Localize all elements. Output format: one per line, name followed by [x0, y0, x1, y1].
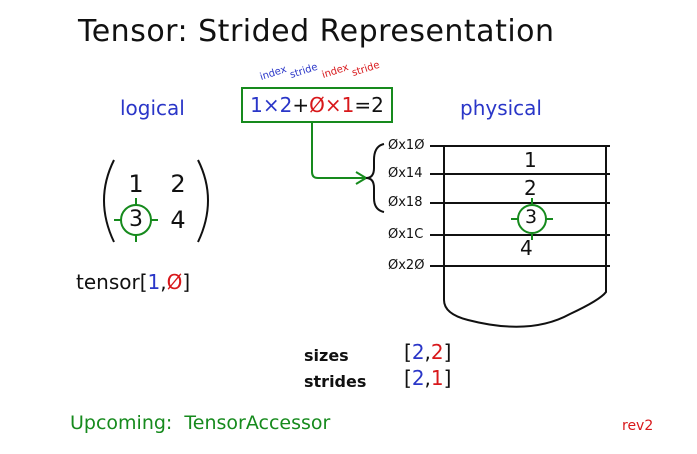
size-1: 2 [430, 340, 444, 364]
formula-result: =2 [354, 93, 384, 117]
comma: , [424, 366, 431, 390]
memory-address: Øx1C [388, 227, 424, 242]
strides-label: strides [304, 372, 367, 391]
bracket-close: ] [182, 270, 191, 294]
matrix-cell: 1 [128, 170, 144, 198]
revision-label: rev2 [622, 418, 654, 434]
tensor-index-0: 1 [147, 270, 161, 294]
bracket-open: [ [139, 270, 148, 294]
matrix-left-paren [103, 159, 115, 243]
logical-label: logical [120, 96, 185, 120]
tensor-call: tensor[1,Ø] [76, 270, 190, 294]
matrix-cell-highlighted: 3 [129, 207, 143, 232]
bracket-close: ] [443, 366, 452, 390]
physical-label: physical [460, 96, 542, 120]
memory-address: Øx1Ø [388, 138, 425, 153]
bracket-open: [ [404, 340, 412, 364]
strides-value: [2,1] [404, 366, 451, 390]
formula-term-2: Ø×1 [309, 93, 355, 117]
matrix-cell: 4 [170, 206, 186, 234]
stride-0: 2 [411, 366, 425, 390]
sizes-label: sizes [304, 346, 349, 365]
formula-plus: + [292, 93, 310, 117]
memory-value-highlighted: 3 [525, 206, 538, 228]
matrix-right-paren [197, 159, 209, 243]
size-0: 2 [411, 340, 425, 364]
address-brace [365, 143, 385, 213]
comma: , [424, 340, 431, 364]
bracket-close: ] [443, 340, 452, 364]
tensor-name: tensor [76, 270, 140, 294]
memory-value: 1 [524, 148, 537, 172]
memory-address: Øx2Ø [388, 258, 425, 273]
formula-box [241, 87, 393, 123]
memory-value: 4 [520, 236, 533, 260]
memory-value: 2 [524, 176, 537, 200]
sizes-value: [2,2] [404, 340, 451, 364]
upcoming-note: Upcoming: TensorAccessor [70, 412, 331, 434]
formula-arrow [311, 122, 364, 179]
memory-address: Øx14 [388, 166, 423, 181]
memory-address: Øx18 [388, 195, 423, 210]
page-title: Tensor: Strided Representation [78, 14, 555, 49]
comma: , [160, 270, 167, 294]
tensor-index-1: Ø [166, 270, 183, 294]
bracket-open: [ [404, 366, 412, 390]
matrix-cell: 2 [170, 170, 186, 198]
stride-1: 1 [430, 366, 444, 390]
formula-term-1: 1×2 [250, 93, 293, 117]
memory-outline [443, 146, 607, 328]
stride-formula: 1×2+Ø×1=2 [242, 88, 392, 122]
